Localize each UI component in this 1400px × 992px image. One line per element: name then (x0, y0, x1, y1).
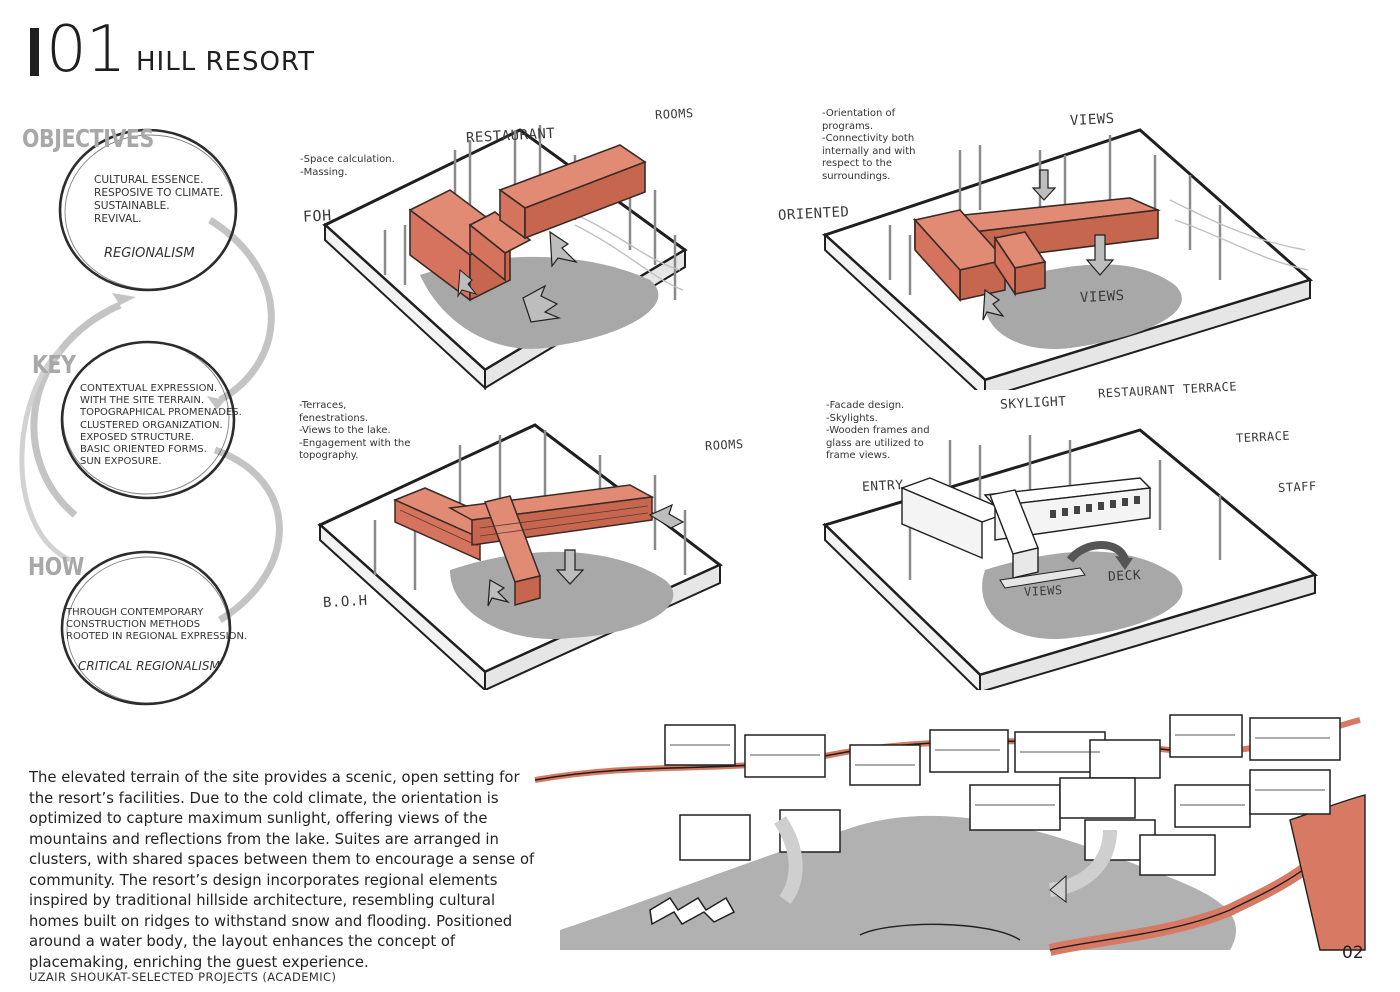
how-circle (60, 550, 232, 706)
deck (999, 567, 1086, 589)
project-number-bar (30, 28, 39, 76)
diagram-3-note: topography. (299, 450, 359, 461)
massing-diagram-3 (317, 423, 723, 690)
label-staff: STAFF (1277, 478, 1317, 496)
project-description: The elevated terrain of the site provide… (29, 769, 535, 971)
diagram-2-note: -Connectivity both (822, 133, 915, 144)
diagram-3-note: fenestrations. (299, 412, 369, 424)
diagram-4-notes: -Facade design. -Skylights. -Wooden fram… (826, 400, 930, 463)
diagram-3-note: -Engagement with the (299, 437, 411, 449)
section-heading-objectives: OBJECTIVES (22, 124, 154, 153)
diagram-1-note: -Space calculation. (300, 154, 395, 165)
page-number: 02 (1342, 943, 1364, 963)
label-terrace: TERRACE (1235, 428, 1291, 446)
section-heading-key: KEY (32, 350, 76, 379)
key-line: BASIC ORIENTED FORMS. (80, 444, 207, 456)
label-views-lake: VIEWS (1079, 287, 1126, 307)
diagram-3-note: -Terraces, (299, 400, 347, 411)
diagram-3-note: -Views to the lake. (299, 425, 391, 436)
objectives-tag: REGIONALISM (104, 246, 195, 261)
label-views: VIEWS (1023, 582, 1063, 600)
flow-arrow-right-upper (208, 217, 275, 404)
lake (450, 551, 674, 640)
objectives-list: CULTURAL ESSENCE. RESPOSIVE TO CLIMATE. … (94, 174, 223, 226)
diagram-4-note: glass are utilized to (826, 437, 924, 449)
massing-diagram-2 (822, 128, 1313, 390)
project-number: 01 (46, 13, 126, 87)
key-line: SUN EXPOSURE. (80, 456, 162, 468)
flow-arrow-outer (19, 348, 72, 563)
label-views-top: VIEWS (1069, 110, 1116, 130)
project-title: HILL RESORT (136, 47, 315, 77)
key-line: EXPOSED STRUCTURE. (80, 431, 195, 443)
how-line: THROUGH CONTEMPORARY (66, 607, 204, 618)
how-tag: CRITICAL REGIONALISM (78, 659, 220, 673)
facade-lines (670, 734, 1330, 806)
pile-columns (373, 430, 687, 590)
diagram-2-note: programs. (822, 120, 874, 132)
diagram-4-note: -Wooden frames and (826, 425, 930, 436)
key-list: CONTEXTUAL EXPRESSION. WITH THE SITE TER… (80, 383, 242, 468)
section-heading-how: HOW (28, 552, 84, 581)
diagram-2-note: internally and with (822, 145, 916, 157)
contour-lines (1169, 199, 1309, 271)
hillside-slope (1289, 794, 1366, 951)
objective-line: REVIVAL. (94, 213, 142, 225)
objective-line: RESPOSIVE TO CLIMATE. (94, 187, 224, 199)
diagram-4-note: frame views. (826, 450, 891, 461)
massing-blocks (408, 144, 647, 302)
diagram-2-note: -Orientation of (822, 108, 896, 119)
label-deck: DECK (1107, 568, 1142, 585)
orientation-arrow (522, 284, 562, 323)
how-list: THROUGH CONTEMPORARY CONSTRUCTION METHOD… (66, 607, 247, 643)
diagram-2-note: respect to the (822, 158, 892, 169)
label-rooms: ROOMS (704, 436, 744, 454)
label-rooms: ROOMS (654, 105, 694, 123)
label-entry: ENTRY (861, 477, 905, 496)
key-line: TOPOGRAPHICAL PROMENADES. (80, 407, 242, 419)
flow-arrow (1066, 541, 1129, 563)
diagram-3-notes: -Terraces, fenestrations. -Views to the … (299, 400, 410, 463)
massing-diagram-1 (322, 125, 688, 391)
window-grid (1050, 496, 1140, 518)
how-line: ROOTED IN REGIONAL EXPRESSION. (66, 631, 248, 642)
flow-arrowhead-right-upper (207, 396, 225, 410)
diagram-2-note: surroundings. (822, 170, 891, 182)
path-line (859, 923, 1021, 941)
site-perspective-sketch (534, 714, 1366, 956)
objectives-flow-diagram (19, 128, 283, 706)
view-arrow (1085, 234, 1115, 276)
diagram-4-note: -Skylights. (826, 412, 878, 424)
zigzag-arrow (649, 896, 736, 926)
objective-line: CULTURAL ESSENCE. (94, 174, 204, 186)
flow-arrowhead-left (112, 293, 136, 305)
objective-line: SUSTAINABLE. (94, 200, 170, 212)
diagram-1-note: -Massing. (300, 166, 348, 178)
label-boh: B.O.H (322, 592, 369, 612)
footer-credit: UZAIR SHOUKAT-SELECTED PROJECTS (ACADEMI… (29, 970, 337, 984)
facade-diagram-4 (822, 428, 1319, 690)
massing-blocks (912, 197, 1162, 303)
massing-blocks (393, 484, 655, 606)
key-line: CLUSTERED ORGANIZATION. (80, 419, 223, 431)
fenestration-lines (399, 505, 649, 547)
lake (560, 815, 1237, 950)
diagram-4-note: -Facade design. (826, 400, 905, 411)
flow-arrow-left (30, 301, 122, 518)
label-foh: FOH (302, 206, 333, 226)
key-line: CONTEXTUAL EXPRESSION. (80, 383, 218, 394)
flow-arrow-right-lower (213, 446, 283, 623)
circulation-arrow-left (774, 816, 803, 905)
view-arrow (555, 549, 585, 585)
diagram-2-notes: -Orientation of programs. -Connectivity … (822, 108, 915, 183)
how-line: CONSTRUCTION METHODS (66, 619, 201, 630)
diagram-1-notes: -Space calculation. -Massing. (300, 154, 395, 179)
key-line: WITH THE SITE TERRAIN. (80, 395, 205, 407)
objectives-circle (58, 128, 238, 292)
